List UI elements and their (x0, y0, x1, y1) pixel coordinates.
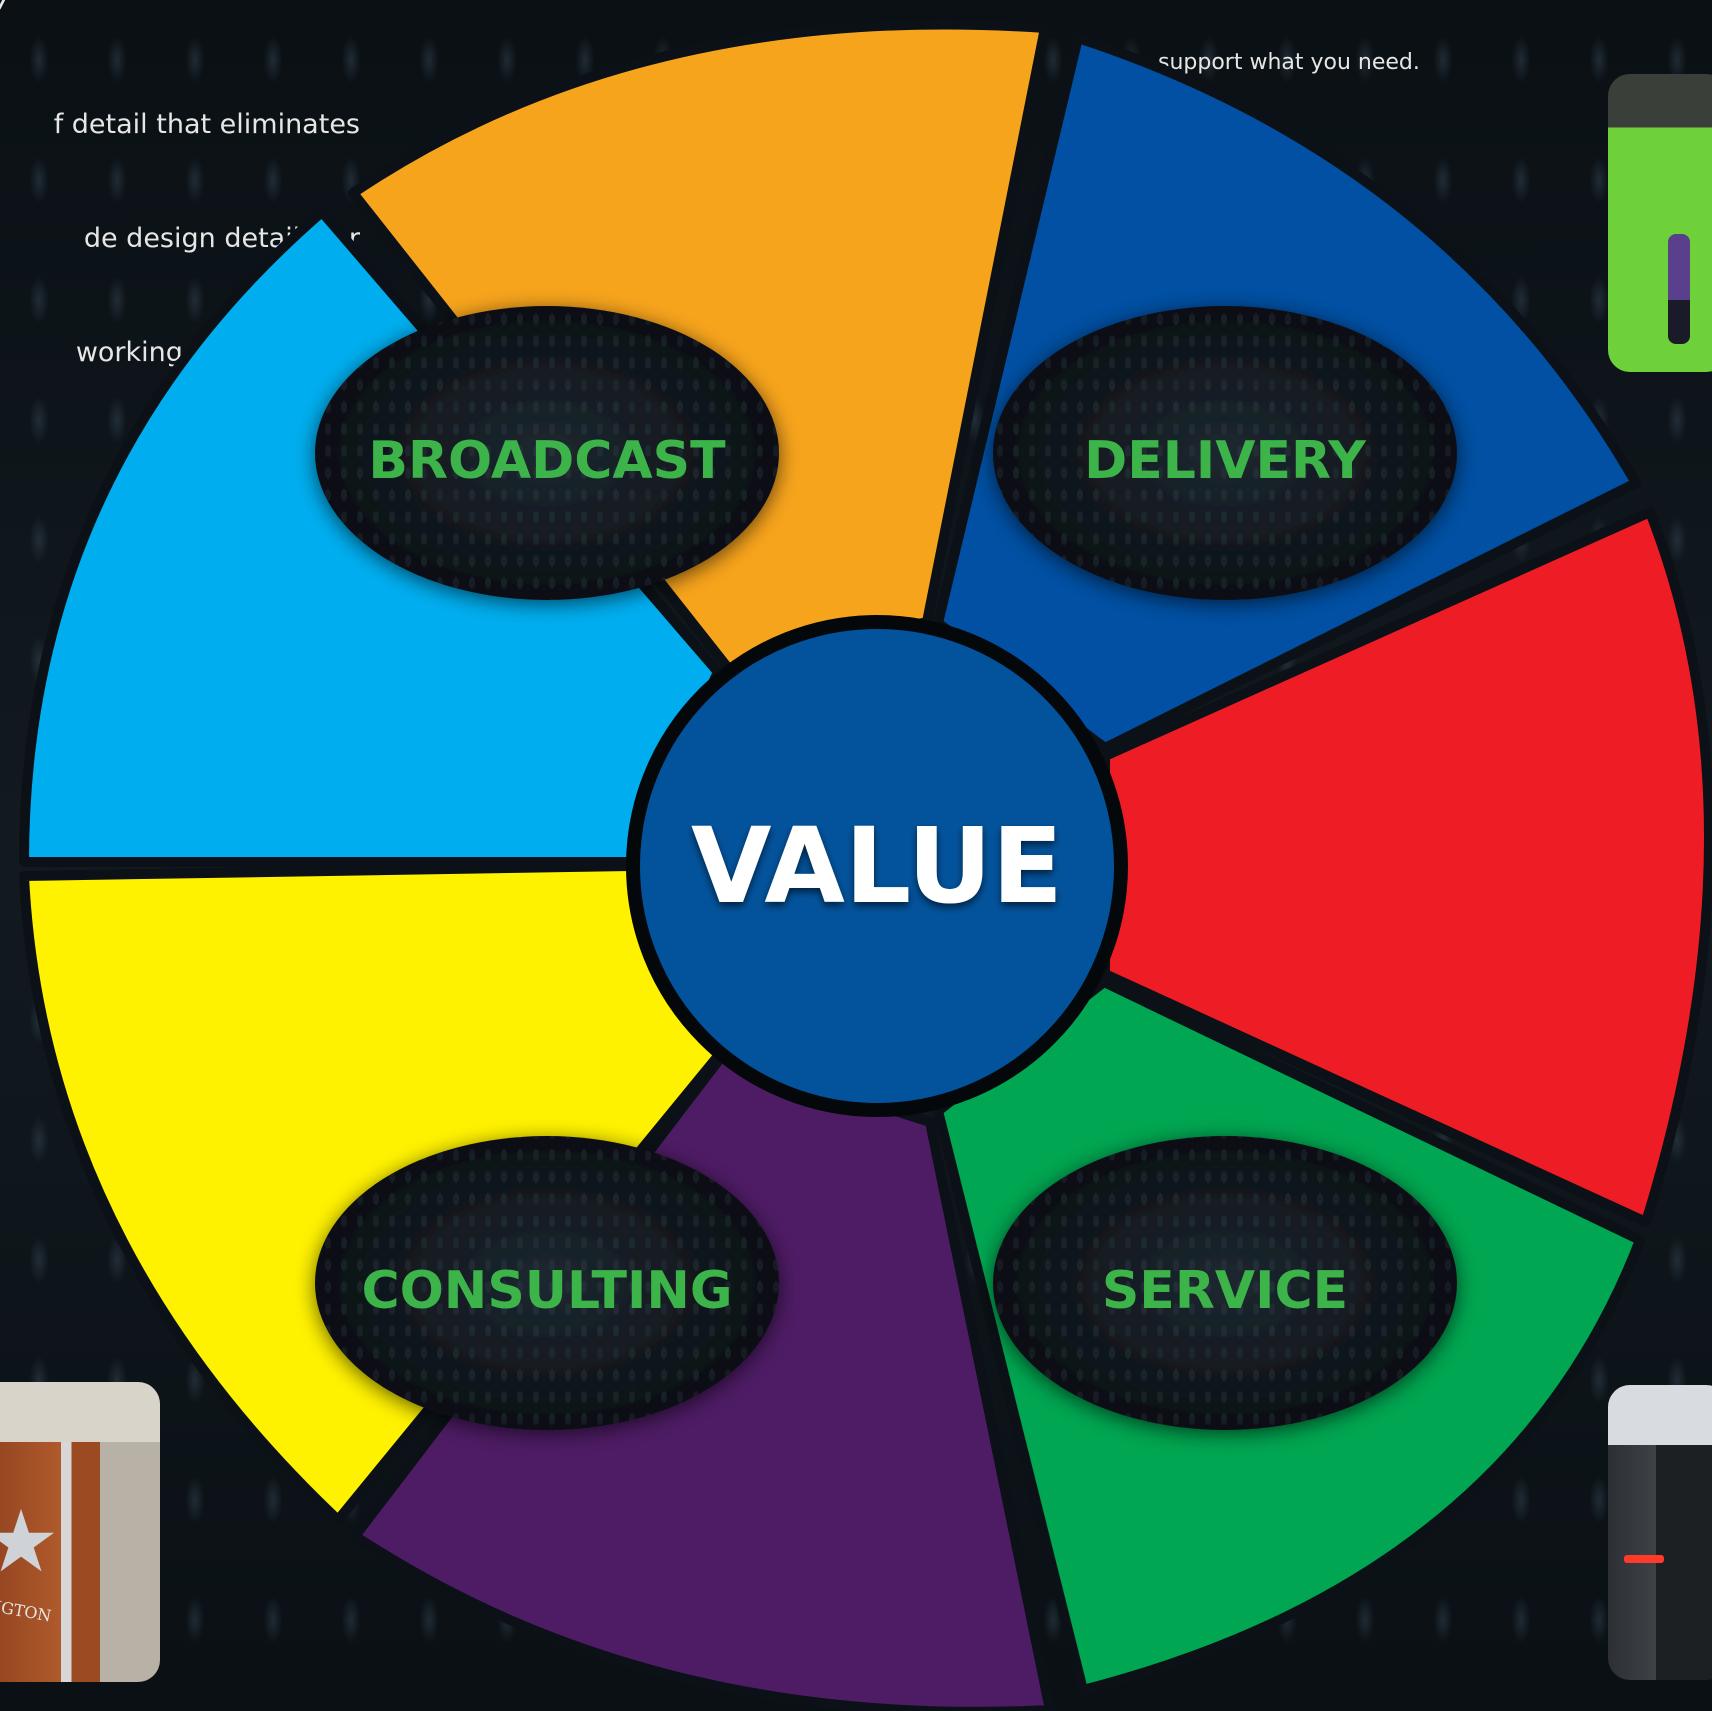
center-value-label: VALUE (691, 805, 1063, 927)
star-logo-icon: ★ (0, 1492, 60, 1592)
right-paragraph-line: support what you need. (1158, 50, 1420, 75)
label-delivery: DELIVERY (1084, 431, 1367, 491)
podium-photo: ★ LINGTON (0, 1382, 160, 1682)
rack-led (1624, 1555, 1664, 1563)
segment-red (1100, 507, 1712, 1227)
presenter-figure (1668, 234, 1690, 344)
heading-fragment: / (0, 0, 40, 14)
right-paragraph: support what you need. (1158, 0, 1518, 108)
podium-desk (0, 1442, 100, 1682)
left-paragraph-line: f detail that eliminates (53, 109, 360, 140)
rack-panel (1608, 1385, 1712, 1445)
equipment-rack-photo (1608, 1385, 1712, 1680)
label-broadcast: BROADCAST (368, 431, 726, 491)
center-circle (626, 615, 1128, 1117)
label-consulting: CONSULTING (361, 1261, 732, 1321)
green-screen-photo (1608, 74, 1712, 372)
label-service: SERVICE (1102, 1261, 1348, 1321)
